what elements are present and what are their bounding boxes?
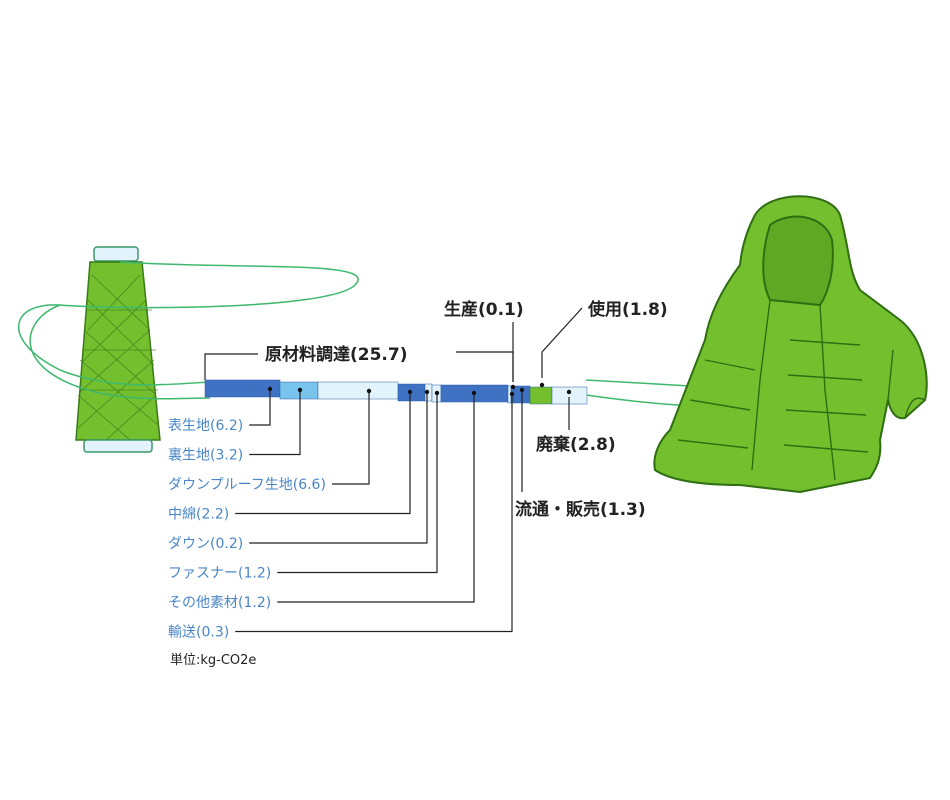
dot-omote bbox=[267, 386, 273, 392]
group-label: 原材料調達(25.7) bbox=[265, 344, 407, 365]
label-downproof: ダウンプルーフ生地(6.6) bbox=[168, 477, 326, 493]
dot-nakawata bbox=[407, 389, 413, 395]
emission-bar bbox=[204, 379, 588, 405]
label-fastener: ファスナー(1.2) bbox=[168, 566, 271, 582]
dot-down bbox=[424, 389, 430, 395]
dot-downproof bbox=[366, 388, 372, 394]
label-production: 生産(0.1) bbox=[444, 299, 524, 320]
label-down: ダウン(0.2) bbox=[168, 536, 243, 552]
label-transport: 輸送(0.3) bbox=[168, 625, 229, 641]
dot-transport bbox=[509, 391, 515, 397]
unit-label: 単位:kg-CO2e bbox=[170, 652, 256, 668]
dot-distribution bbox=[519, 387, 525, 393]
label-disposal: 廃棄(2.8) bbox=[536, 434, 616, 455]
leader-lines bbox=[235, 307, 583, 633]
label-omote: 表生地(6.2) bbox=[168, 418, 243, 434]
bar-segment-downproof bbox=[317, 381, 399, 400]
item-labels: 表生地(6.2) 裏生地(3.2) ダウンプルーフ生地(6.6) 中綿(2.2) ダウン… bbox=[168, 299, 668, 641]
leader-fastener bbox=[277, 393, 438, 574]
leader-downproof bbox=[331, 391, 370, 485]
leader-omote bbox=[249, 389, 271, 426]
leader-ura bbox=[249, 390, 301, 456]
label-other: その他素材(1.2) bbox=[168, 595, 271, 611]
label-ura: 裏生地(3.2) bbox=[168, 447, 243, 464]
group-bracket: 原材料調達(25.7) bbox=[204, 344, 514, 382]
dot-disposal bbox=[566, 389, 572, 395]
leader-down bbox=[249, 392, 428, 544]
leader-use bbox=[541, 307, 583, 378]
leader-transport bbox=[235, 394, 513, 633]
dot-production bbox=[510, 384, 516, 390]
yarn-cone-icon bbox=[75, 246, 161, 453]
label-nakawata: 中綿(2.2) bbox=[168, 507, 229, 523]
label-use: 使用(1.8) bbox=[587, 299, 668, 320]
dot-ura bbox=[297, 387, 303, 393]
dot-use bbox=[539, 382, 545, 388]
dot-other bbox=[471, 390, 477, 396]
leader-other bbox=[277, 393, 475, 603]
leader-nakawata bbox=[235, 392, 411, 515]
bar-segment-use bbox=[529, 386, 553, 405]
down-jacket-icon bbox=[653, 195, 928, 493]
label-distribution: 流通・販売(1.3) bbox=[515, 499, 646, 520]
dot-fastener bbox=[434, 390, 440, 396]
